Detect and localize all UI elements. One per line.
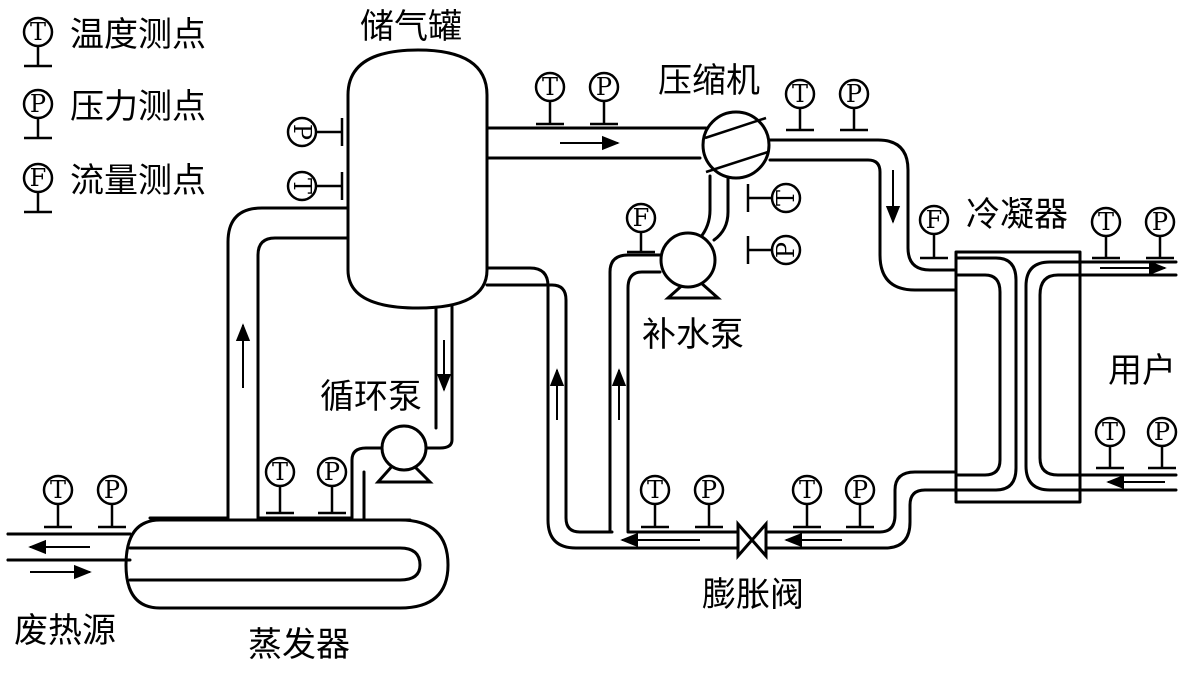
svg-text:F: F bbox=[30, 164, 47, 192]
pressure-point-user-return: P bbox=[1146, 416, 1178, 470]
svg-text:F: F bbox=[633, 204, 650, 232]
flow-arrows bbox=[28, 135, 1167, 580]
svg-text:P: P bbox=[288, 124, 316, 140]
svg-text:T: T bbox=[50, 476, 66, 504]
svg-text:P: P bbox=[846, 80, 862, 108]
temp-point-before-valve: T bbox=[791, 474, 823, 529]
pipes bbox=[6, 126, 1178, 562]
svg-text:T: T bbox=[1098, 208, 1114, 236]
svg-text:T: T bbox=[542, 73, 558, 101]
svg-text:P: P bbox=[596, 73, 612, 101]
pressure-point-before-valve: P bbox=[844, 474, 876, 529]
temp-point-evaporator-inlet: T bbox=[264, 456, 296, 515]
flow-point-condenser-inlet: F bbox=[918, 204, 950, 260]
pressure-point-after-valve: P bbox=[693, 474, 725, 529]
legend-pressure-icon: P bbox=[22, 88, 54, 140]
label-condenser: 冷凝器 bbox=[966, 195, 1068, 235]
temp-point-waste-heat: T bbox=[42, 474, 74, 529]
svg-text:T: T bbox=[792, 80, 808, 108]
label-compressor: 压缩机 bbox=[658, 61, 760, 101]
temp-point-user-supply: T bbox=[1090, 206, 1122, 260]
svg-text:T: T bbox=[288, 178, 316, 194]
svg-text:T: T bbox=[772, 190, 800, 206]
condenser-body bbox=[954, 250, 1082, 504]
svg-text:P: P bbox=[30, 90, 46, 118]
pressure-point-evaporator-inlet: P bbox=[316, 456, 348, 515]
legend-temperature-label: 温度测点 bbox=[70, 15, 206, 55]
svg-text:P: P bbox=[1154, 418, 1170, 446]
circulation-pump bbox=[374, 424, 434, 484]
pressure-point-compressor-outlet: P bbox=[838, 78, 870, 132]
svg-text:P: P bbox=[852, 476, 868, 504]
storage-tank bbox=[346, 48, 489, 310]
temp-point-tank-wall: T bbox=[286, 170, 344, 202]
measurement-points: T P T P F T P T P F T P T P T P T P bbox=[42, 71, 1178, 529]
side-measurement-points: P T T P bbox=[286, 116, 802, 266]
temp-point-compressor-inlet: T bbox=[746, 182, 802, 214]
pressure-point-tank-outlet: P bbox=[588, 71, 620, 126]
svg-text:P: P bbox=[324, 458, 340, 486]
svg-text:T: T bbox=[30, 18, 46, 46]
label-tank: 储气罐 bbox=[360, 7, 462, 47]
makeup-pump bbox=[659, 231, 722, 300]
svg-text:P: P bbox=[104, 476, 120, 504]
label-user: 用户 bbox=[1108, 351, 1176, 391]
flow-point-makeup: F bbox=[625, 202, 657, 254]
svg-text:P: P bbox=[1152, 208, 1168, 236]
temp-point-after-valve: T bbox=[639, 474, 671, 529]
legend-pressure-label: 压力测点 bbox=[70, 87, 206, 127]
temp-point-tank-outlet: T bbox=[534, 71, 566, 126]
label-evaporator: 蒸发器 bbox=[248, 625, 350, 665]
legend-temperature-icon: T bbox=[22, 16, 54, 68]
svg-text:T: T bbox=[1102, 418, 1118, 446]
label-waste-heat: 废热源 bbox=[14, 611, 116, 651]
temp-point-user-return: T bbox=[1094, 416, 1126, 470]
compressor bbox=[701, 110, 771, 180]
svg-text:T: T bbox=[272, 458, 288, 486]
temp-point-compressor-outlet: T bbox=[784, 78, 816, 132]
svg-text:T: T bbox=[799, 476, 815, 504]
pressure-point-waste-heat: P bbox=[96, 474, 128, 529]
legend-flow-icon: F bbox=[22, 162, 54, 214]
svg-text:P: P bbox=[772, 242, 800, 258]
pressure-point-tank-wall: P bbox=[286, 116, 344, 148]
label-expansion-valve: 膨胀阀 bbox=[702, 575, 804, 615]
evaporator bbox=[6, 518, 450, 610]
legend: T 温度测点 P 压力测点 F 流量测点 bbox=[22, 15, 206, 214]
label-makeup-pump: 补水泵 bbox=[642, 315, 744, 355]
label-circulation-pump: 循环泵 bbox=[320, 377, 422, 417]
svg-text:F: F bbox=[926, 206, 943, 234]
pressure-point-compressor-inlet: P bbox=[746, 234, 802, 266]
svg-text:P: P bbox=[701, 476, 717, 504]
pressure-point-user-supply: P bbox=[1144, 206, 1176, 260]
expansion-valve bbox=[736, 520, 768, 560]
legend-flow-label: 流量测点 bbox=[70, 161, 206, 201]
svg-text:T: T bbox=[647, 476, 663, 504]
